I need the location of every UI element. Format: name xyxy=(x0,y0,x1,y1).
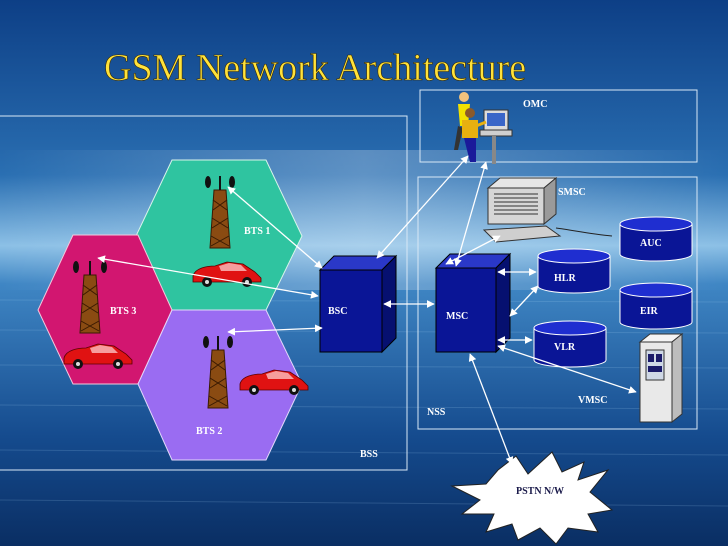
label-auc: AUC xyxy=(640,238,662,249)
bsc-block xyxy=(318,254,398,354)
link-bts3-bsc xyxy=(97,255,319,299)
link-bts2-bsc xyxy=(227,324,323,336)
car-icon xyxy=(63,343,133,369)
link-msc-vmsc xyxy=(497,344,637,394)
cabinet-icon xyxy=(638,332,684,424)
car-icon xyxy=(239,369,309,395)
label-smsc: SMSC xyxy=(558,187,586,198)
database-icon xyxy=(619,216,693,262)
computer-icon xyxy=(482,176,613,243)
label-hlr: HLR xyxy=(554,273,576,284)
label-bts1: BTS 1 xyxy=(244,226,270,237)
link-msc-pstn xyxy=(468,353,514,465)
link-bts1-bsc xyxy=(227,186,323,269)
msc-block xyxy=(434,252,512,354)
label-eir: EIR xyxy=(640,306,659,317)
label-vlr: VLR xyxy=(554,342,576,353)
label-bss: BSS xyxy=(360,449,378,460)
connection-links xyxy=(97,155,637,465)
tower-icon xyxy=(203,336,233,409)
slide-title: GSM Network Architecture xyxy=(104,47,526,89)
omc-box xyxy=(419,89,698,163)
tower-icon xyxy=(205,176,235,249)
database-icon xyxy=(537,248,611,294)
bss-box xyxy=(0,115,408,471)
label-msc: MSC xyxy=(446,311,468,322)
database-icon xyxy=(619,282,693,330)
label-bsc: BSC xyxy=(328,306,347,317)
label-pstn: PSTN N/W xyxy=(516,486,564,497)
operator-workstation-icon xyxy=(454,92,513,164)
link-msc-hlr-2 xyxy=(509,285,539,317)
pstn-starburst xyxy=(450,451,614,545)
link-bsc-omc xyxy=(376,155,469,259)
label-bts3: BTS 3 xyxy=(110,306,136,317)
label-vmsc: VMSC xyxy=(578,395,607,406)
label-bts2: BTS 2 xyxy=(196,426,222,437)
link-msc-omc xyxy=(454,161,488,267)
label-nss: NSS xyxy=(427,407,446,418)
label-omc: OMC xyxy=(523,99,547,110)
